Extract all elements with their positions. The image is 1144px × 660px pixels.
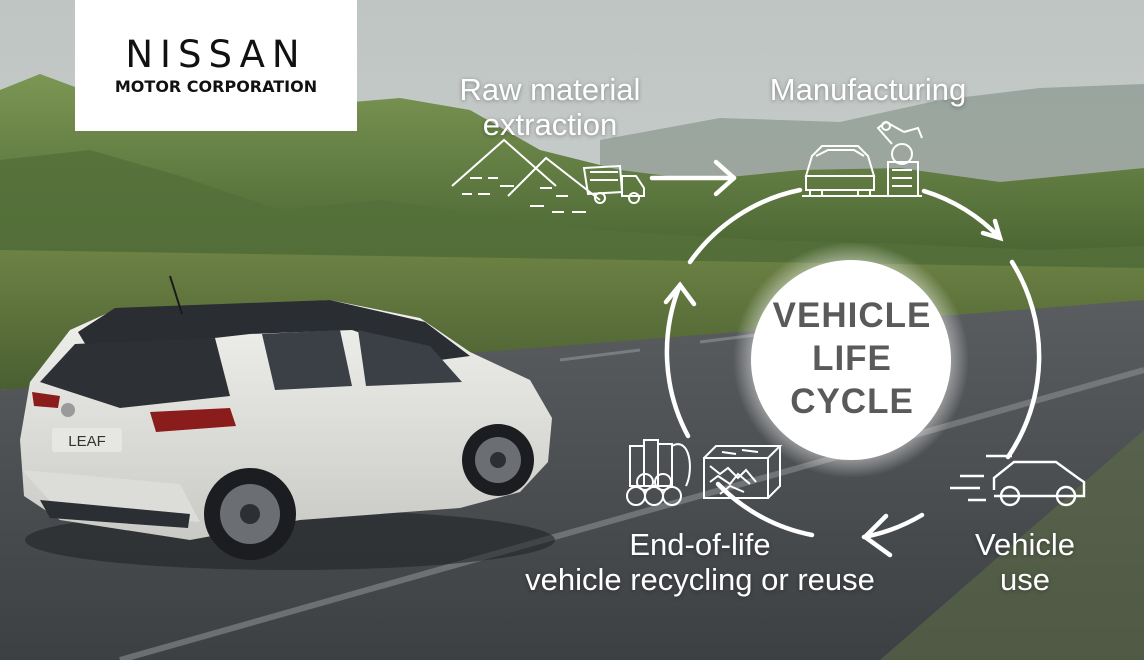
stage-raw-line1: Raw material [459, 72, 641, 107]
arc-right [1005, 259, 1042, 460]
nissan-logo: NISSAN MOTOR CORPORATION [75, 0, 357, 131]
roadside-grass [880, 430, 1144, 660]
arc-bottom-left [715, 481, 815, 538]
stage-raw-line2: extraction [482, 107, 618, 142]
center-line1: VEHICLE [772, 296, 932, 335]
stage-eol-line1: End-of-life [629, 527, 771, 562]
logo-subtitle: MOTOR CORPORATION [114, 77, 318, 96]
cycle-arrows [663, 187, 1042, 558]
center-line3: CYCLE [790, 382, 914, 421]
stage-vehicle-use: Vehicle use [960, 527, 1090, 597]
center-title: VEHICLE LIFE CYCLE [757, 294, 947, 423]
stage-use-line1: Vehicle [975, 527, 1075, 562]
car-badge: LEAF [68, 433, 106, 450]
stage-end-of-life: End-of-life vehicle recycling or reuse [496, 527, 904, 597]
mountains-truck-icon [451, 138, 645, 213]
stage-use-line2: use [1000, 562, 1050, 597]
car-factory-robot-icon [802, 120, 923, 197]
road-marking [119, 367, 1144, 660]
stage-eol-line2: vehicle recycling or reuse [525, 562, 875, 597]
arrow-recycle-to-raw [664, 282, 691, 439]
stage-manufacturing: Manufacturing [769, 72, 967, 107]
stage-raw-material: Raw material extraction [432, 72, 668, 142]
center-line2: LIFE [812, 339, 892, 378]
recycling-materials-icon [626, 439, 783, 506]
logo-wordmark: NISSAN [125, 33, 307, 76]
arrow-manufacturing-to-use [921, 188, 1003, 241]
nissan-leaf-car: LEAF [20, 275, 555, 570]
arc-top-left [687, 187, 803, 265]
moving-car-icon [950, 454, 1086, 507]
arrow-raw-to-manufacturing [649, 159, 737, 197]
center-circle [751, 260, 951, 460]
